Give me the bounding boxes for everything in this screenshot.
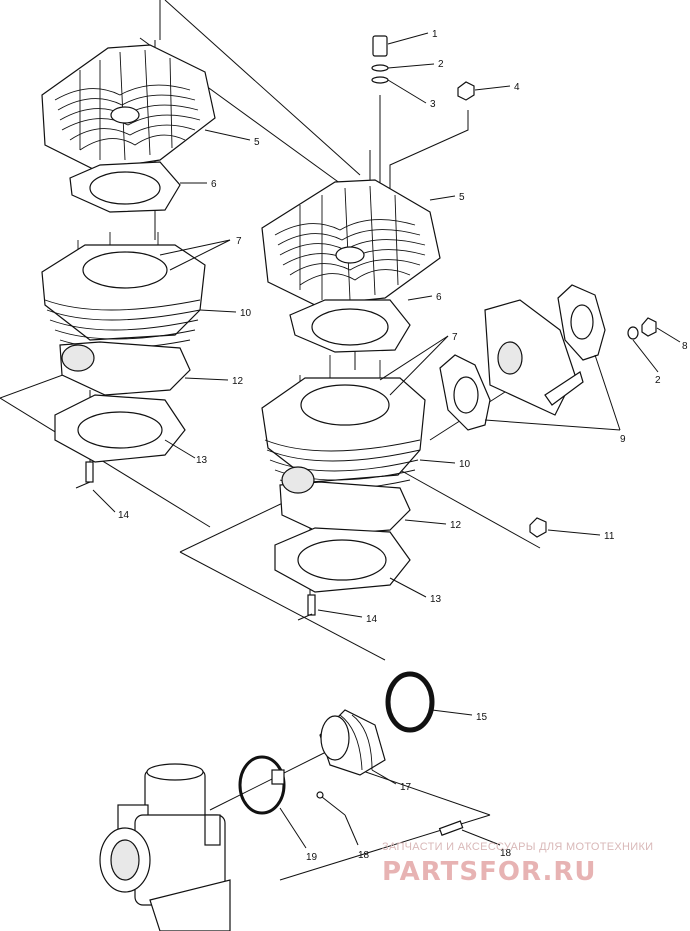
callout-6-left: 6 bbox=[211, 179, 217, 190]
callout-19: 19 bbox=[306, 852, 318, 863]
callout-3: 3 bbox=[430, 99, 436, 110]
carburetor bbox=[99, 763, 231, 931]
flange-nut-washer bbox=[627, 317, 657, 340]
drain-fitting-left bbox=[75, 461, 94, 489]
callout-2: 2 bbox=[438, 59, 444, 70]
exhaust-gasket-lower bbox=[439, 354, 491, 431]
callout-14-right: 14 bbox=[366, 614, 378, 625]
exhaust-bracket bbox=[484, 299, 584, 416]
callout-12-right: 12 bbox=[450, 520, 462, 531]
callout-7-left: 7 bbox=[236, 236, 242, 247]
callout-2-right: 2 bbox=[655, 375, 661, 386]
exhaust-gasket-upper bbox=[557, 284, 606, 361]
nut-11 bbox=[529, 517, 547, 538]
callout-7-right: 7 bbox=[452, 332, 458, 343]
callout-13-left: 13 bbox=[196, 455, 208, 466]
base-gasket-left bbox=[54, 394, 186, 463]
callout-13-right: 13 bbox=[430, 594, 442, 605]
base-gasket-right bbox=[274, 527, 411, 593]
callout-4: 4 bbox=[514, 82, 520, 93]
callout-8: 8 bbox=[682, 341, 688, 352]
callout-labels: 1 2 3 4 5 5 6 6 7 7 8 2 9 10 10 11 12 bbox=[92, 29, 688, 863]
cylinder-head-right bbox=[261, 179, 441, 306]
head-gasket-right bbox=[289, 299, 411, 353]
cylinder-left bbox=[41, 232, 206, 396]
cylinder-head-left bbox=[41, 44, 216, 171]
callout-6-right: 6 bbox=[436, 292, 442, 303]
head-gasket-left bbox=[69, 161, 181, 213]
screw-long bbox=[316, 791, 346, 816]
hose-clamp bbox=[238, 755, 286, 815]
hardware-nut-washers bbox=[371, 35, 475, 101]
drain-fitting-right bbox=[297, 594, 316, 621]
callout-9: 9 bbox=[620, 434, 626, 445]
intake-boot bbox=[319, 709, 386, 776]
callout-10-right: 10 bbox=[459, 459, 471, 470]
callout-10-left: 10 bbox=[240, 308, 252, 319]
callout-14-left: 14 bbox=[118, 510, 130, 521]
callout-18-right: 18 bbox=[500, 848, 512, 859]
cylinder-right bbox=[261, 355, 426, 536]
callout-18-lower: 18 bbox=[358, 850, 370, 861]
callout-5-left: 5 bbox=[254, 137, 260, 148]
screw-short bbox=[438, 820, 464, 836]
watermark: ЗАПЧАСТИ И АКСЕССУАРЫ ДЛЯ МОТОТЕХНИКИ PA… bbox=[382, 841, 653, 887]
intake-gasket-ring bbox=[385, 671, 435, 733]
callout-5-right: 5 bbox=[459, 192, 465, 203]
watermark-tagline: ЗАПЧАСТИ И АКСЕССУАРЫ ДЛЯ МОТОТЕХНИКИ bbox=[382, 841, 653, 853]
callout-1: 1 bbox=[432, 29, 438, 40]
callout-15: 15 bbox=[476, 712, 488, 723]
callout-11: 11 bbox=[604, 531, 615, 542]
callout-17: 17 bbox=[400, 782, 412, 793]
callout-12-left: 12 bbox=[232, 376, 244, 387]
watermark-brand: PARTSFOR.RU bbox=[382, 857, 596, 887]
